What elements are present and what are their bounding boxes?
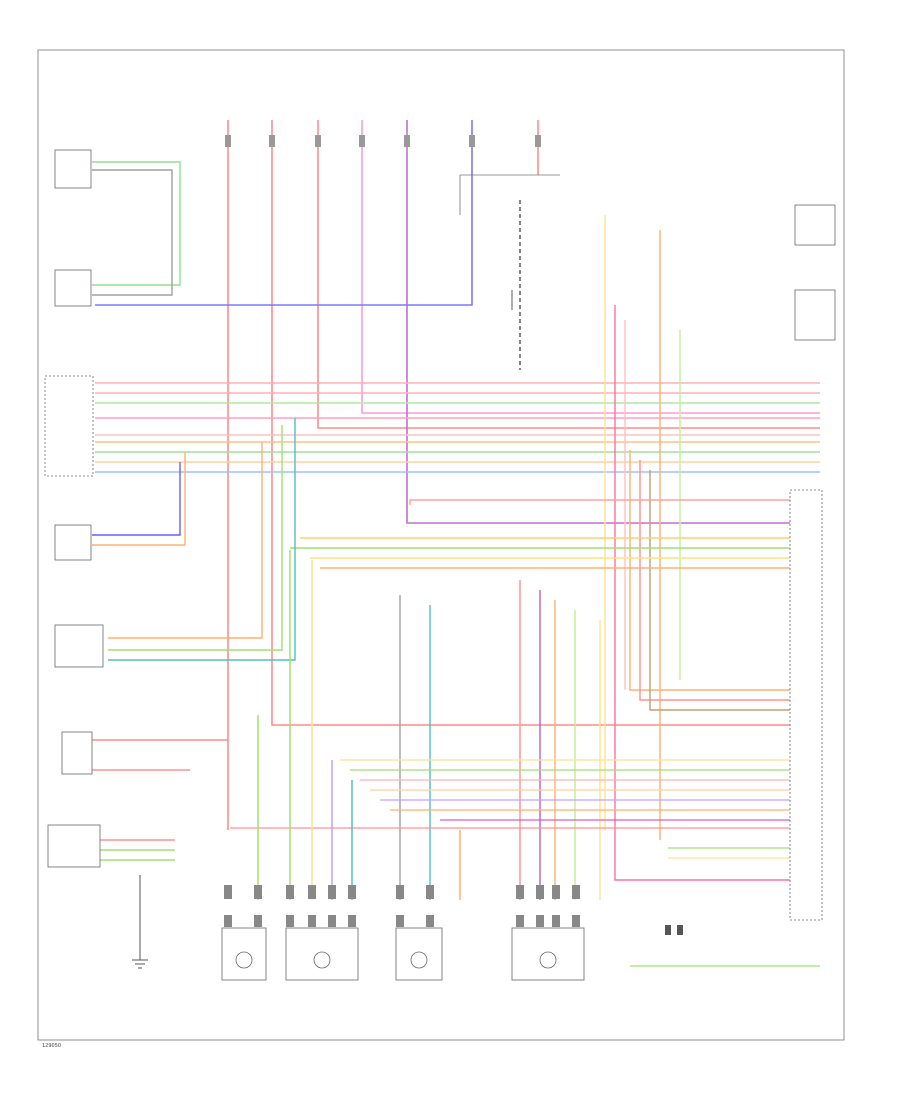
ground-icon <box>132 875 148 969</box>
bus-wires <box>95 382 820 473</box>
left-sensor-box-2 <box>54 269 92 307</box>
left-sensor-box-6 <box>47 824 101 868</box>
mode-motor-icon <box>313 951 331 969</box>
defrost-motor-box <box>511 927 585 981</box>
right-module-box-2 <box>794 289 836 341</box>
defrost-motor-icon <box>539 951 557 969</box>
top-fuses <box>225 135 541 147</box>
left-sensor-box-3 <box>54 524 92 561</box>
left-connector-block <box>44 375 94 477</box>
recirc-motor-box <box>395 927 443 981</box>
wire-red-fuse-2 <box>271 120 790 726</box>
diagram-code: 129050 <box>42 1043 61 1049</box>
bottom-drop-wires <box>257 550 461 900</box>
right-module-wires <box>604 215 790 881</box>
wire-blue-fuse-6 <box>95 120 473 306</box>
left-sensor-wires <box>92 161 296 861</box>
lower-bundle-wires <box>230 759 820 967</box>
wire-purple-fuse-5 <box>406 120 790 524</box>
data-link-connector <box>665 925 683 935</box>
diagram-frame <box>37 49 845 1041</box>
right-module-box-3 <box>789 489 823 921</box>
left-sensor-box-1 <box>54 149 92 189</box>
blend-motor-box <box>221 927 267 981</box>
mode-motor-box <box>285 927 359 981</box>
ac-compressor-relay <box>459 174 560 370</box>
component-boxes <box>44 149 836 981</box>
wire-pink-fuse-4 <box>361 120 820 414</box>
blend-motor-icon <box>235 951 253 969</box>
left-sensor-box-5 <box>61 731 93 775</box>
bottom-connectors <box>224 885 580 927</box>
right-module-box-1 <box>794 204 836 246</box>
mid-field-wires <box>290 499 790 900</box>
motor-symbols <box>235 951 557 969</box>
fuse-feed-wires <box>95 120 820 830</box>
wire-red-fuse-3 <box>317 120 820 429</box>
left-sensor-box-4 <box>54 624 104 668</box>
recirc-motor-icon <box>410 951 428 969</box>
